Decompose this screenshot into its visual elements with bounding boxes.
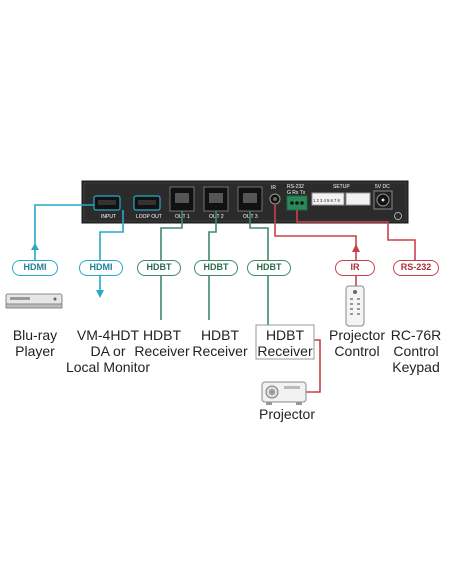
projector-image bbox=[261, 381, 307, 405]
dip-numbers-label: 1 2 3 4 5 6 7 8 bbox=[313, 198, 340, 203]
loop-out-port-label: LOOP OUT bbox=[136, 214, 162, 220]
rs232-port-label: RS-232 bbox=[287, 184, 304, 190]
hdbt-receiver-1-line1: HDBT bbox=[142, 327, 182, 343]
rc76r-label: RC-76R Control Keypad bbox=[386, 327, 446, 375]
hdbt-receiver-1-label: HDBT Receiver bbox=[132, 327, 192, 359]
ir-arrow bbox=[352, 244, 360, 252]
hdbt-receiver-2-label: HDBT Receiver bbox=[190, 327, 250, 359]
rc76r-label-line1: RC-76R bbox=[390, 327, 442, 343]
rc76r-label-line3: Keypad bbox=[392, 359, 440, 375]
rs232-cable bbox=[296, 210, 416, 262]
rs232-port: RS-232 G Rx Tx bbox=[286, 184, 308, 211]
hdmi-loop-arrow bbox=[96, 290, 104, 298]
hdbt-out2-cable bbox=[208, 211, 217, 320]
vm4hdt-label: VM-4HDT DA or Local Monitor bbox=[60, 327, 156, 375]
hdbt-receiver-3-label: HDBT Receiver bbox=[256, 327, 314, 359]
hdbt-receiver-2-line2: Receiver bbox=[192, 343, 248, 359]
hdmi-input-badge: HDMI bbox=[12, 260, 58, 276]
hdbt-receiver-1-line2: Receiver bbox=[134, 343, 190, 359]
hdbt-receiver-3-box bbox=[255, 324, 315, 360]
bluray-label-line2: Player bbox=[15, 343, 55, 359]
projector-control-label: Projector Control bbox=[322, 327, 392, 359]
rs232-pins-label: G Rx Tx bbox=[287, 190, 306, 196]
hdmi-loop-out-port: LOOP OUT bbox=[133, 195, 162, 220]
vm4hdt-label-line1: VM-4HDT bbox=[76, 327, 140, 343]
hdmi-input-port: INPUT bbox=[93, 195, 121, 220]
hdbt-receiver-3-line1: HDBT bbox=[265, 327, 305, 343]
hdmi-input-arrow bbox=[31, 243, 39, 250]
projector-control-line1: Projector bbox=[328, 327, 386, 343]
receiver-to-projector-cable bbox=[306, 339, 321, 393]
ir-port-label: IR bbox=[271, 185, 276, 191]
vm4hdt-label-line3: Local Monitor bbox=[65, 359, 151, 375]
hdbt-3-badge: HDBT bbox=[247, 260, 291, 276]
hdbt-2-badge: HDBT bbox=[194, 260, 238, 276]
device-rear-panel: INPUT LOOP OUT OUT 1 OUT 2 OUT 3 IR bbox=[81, 180, 409, 224]
bluray-player-image bbox=[5, 293, 63, 309]
input-port-label: INPUT bbox=[101, 214, 116, 220]
rs232-badge: RS-232 bbox=[393, 260, 439, 276]
rc76r-label-line2: Control bbox=[393, 343, 439, 359]
bluray-label: Blu-ray Player bbox=[0, 327, 70, 359]
hdbt-1-badge: HDBT bbox=[137, 260, 181, 276]
hdmi-loop-badge: HDMI bbox=[79, 260, 123, 276]
power-port-label: 5V DC bbox=[375, 184, 390, 190]
vm4hdt-label-line2: DA or bbox=[90, 343, 126, 359]
setup-label: SETUP bbox=[333, 184, 350, 190]
setup-dip-switches: SETUP 1 2 3 4 5 6 7 8 bbox=[311, 184, 371, 206]
hdbt-out3-cable bbox=[249, 211, 269, 325]
power-port: 5V DC bbox=[373, 184, 402, 220]
hdbt-receiver-3-line2: Receiver bbox=[257, 343, 313, 359]
hdbt-receiver-2-line1: HDBT bbox=[200, 327, 240, 343]
projector-label: Projector bbox=[258, 406, 316, 422]
projector-control-line2: Control bbox=[334, 343, 380, 359]
bluray-label-line1: Blu-ray bbox=[12, 327, 58, 343]
ir-remote-image bbox=[345, 285, 365, 327]
ir-badge: IR bbox=[335, 260, 375, 276]
